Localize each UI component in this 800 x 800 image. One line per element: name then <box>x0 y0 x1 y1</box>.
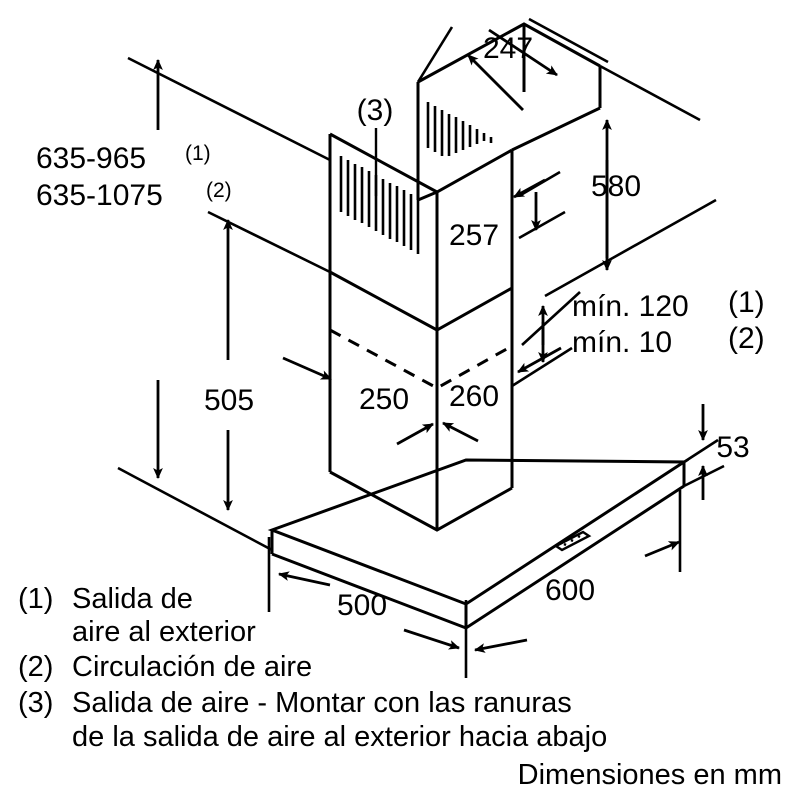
dim-250-arrow-right <box>396 422 434 446</box>
hidden-duct-edges <box>329 328 513 390</box>
dim-label-height-range-1: 635-965 <box>36 142 146 175</box>
dim-600-arrow-right <box>644 540 680 558</box>
dim-label-250: 250 <box>359 383 409 416</box>
dim-260-arrow-left <box>442 421 479 443</box>
dim-min-ext-bottom <box>511 346 573 388</box>
dim-580-ext-bottom <box>544 198 717 298</box>
dim-label-min-10-note: (2) <box>728 322 765 355</box>
dim-label-53: 53 <box>716 431 749 464</box>
dim-247-arrow-right <box>488 28 558 77</box>
upper-chimney-top-rim <box>329 132 513 194</box>
legend-marker-3: (3) <box>18 687 53 719</box>
dim-257-arrow-a <box>513 178 546 199</box>
dim-label-500: 500 <box>337 589 387 622</box>
dim-250 <box>282 356 434 446</box>
dim-500 <box>267 537 468 678</box>
dim-260-arrow-right <box>517 346 562 374</box>
dim-label-min-120-note: (1) <box>728 286 765 319</box>
legend-text-1-line2: aire al exterior <box>72 616 256 648</box>
upper-chimney-right-top-connector <box>511 106 601 152</box>
dim-247 <box>416 17 609 111</box>
hood-canopy <box>267 458 689 630</box>
legend: (1) Salida de aire al exterior (2) Circu… <box>18 583 607 753</box>
legend-text-3-line1: Salida de aire - Montar con las ranuras <box>72 687 572 719</box>
dim-250-arrow-left <box>282 356 332 381</box>
dim-505-ext-top <box>207 210 331 274</box>
legend-marker-1: (1) <box>18 583 53 615</box>
dim-53-ext-top <box>683 438 719 464</box>
dim-label-min-10: mín. 10 <box>572 326 672 359</box>
dim-label-257: 257 <box>449 219 499 252</box>
dim-label-600: 600 <box>545 574 595 607</box>
dim-257-ext-bottom <box>518 210 566 240</box>
dim-247-arrow-right-group <box>488 28 558 77</box>
grille-front-panel <box>339 156 420 254</box>
dim-600-arrow-left <box>474 638 528 653</box>
upper-chimney-inner-join <box>417 190 438 202</box>
control-slider[interactable] <box>553 530 592 552</box>
dim-height-ext-top <box>127 56 331 162</box>
dim-label-260: 260 <box>449 380 499 413</box>
dim-label-height-range-1-note: (1) <box>185 142 211 165</box>
dim-min-ext-top <box>521 291 581 346</box>
legend-marker-2: (2) <box>18 651 53 683</box>
upper-chimney <box>328 22 602 330</box>
dim-257 <box>513 170 566 240</box>
dim-label-min-120: mín. 120 <box>572 290 689 323</box>
dim-label-580: 580 <box>591 170 641 203</box>
legend-text-3-line2: de la salida de aire al exterior hacia a… <box>72 721 607 753</box>
dim-label-505: 505 <box>204 384 254 417</box>
dim-label-height-range-2: 635-1075 <box>36 179 163 212</box>
dim-min-clearance <box>511 291 581 388</box>
legend-text-2-line1: Circulación de aire <box>72 651 312 683</box>
dim-247-ext-right <box>528 17 609 64</box>
dim-505 <box>207 210 331 511</box>
legend-text-1-line1: Salida de <box>72 583 193 615</box>
lower-chimney-top-edges <box>329 270 513 332</box>
dim-53 <box>683 404 725 500</box>
grille-rear-panel <box>426 102 493 156</box>
dim-580 <box>544 64 717 298</box>
dim-247-arrow-left <box>467 54 524 111</box>
dim-247-ext-left <box>416 26 454 83</box>
dim-height-range <box>117 56 331 552</box>
dim-600 <box>474 490 682 653</box>
dim-580-ext-top <box>599 64 701 122</box>
units-note: Dimensiones en mm <box>518 759 782 791</box>
callout-label-3: (3) <box>357 94 394 127</box>
dim-500-arrow-right <box>403 628 460 650</box>
canopy-top-face <box>267 458 689 606</box>
dim-500-arrow-left <box>278 571 331 587</box>
lower-chimney-bottom-edges <box>329 470 513 532</box>
hidden-lines <box>329 328 513 390</box>
dim-label-247: 247 <box>483 32 533 65</box>
dim-260 <box>442 346 562 443</box>
dim-height-ext-bottom <box>117 466 273 552</box>
dim-label-height-range-2-note: (2) <box>206 179 232 202</box>
